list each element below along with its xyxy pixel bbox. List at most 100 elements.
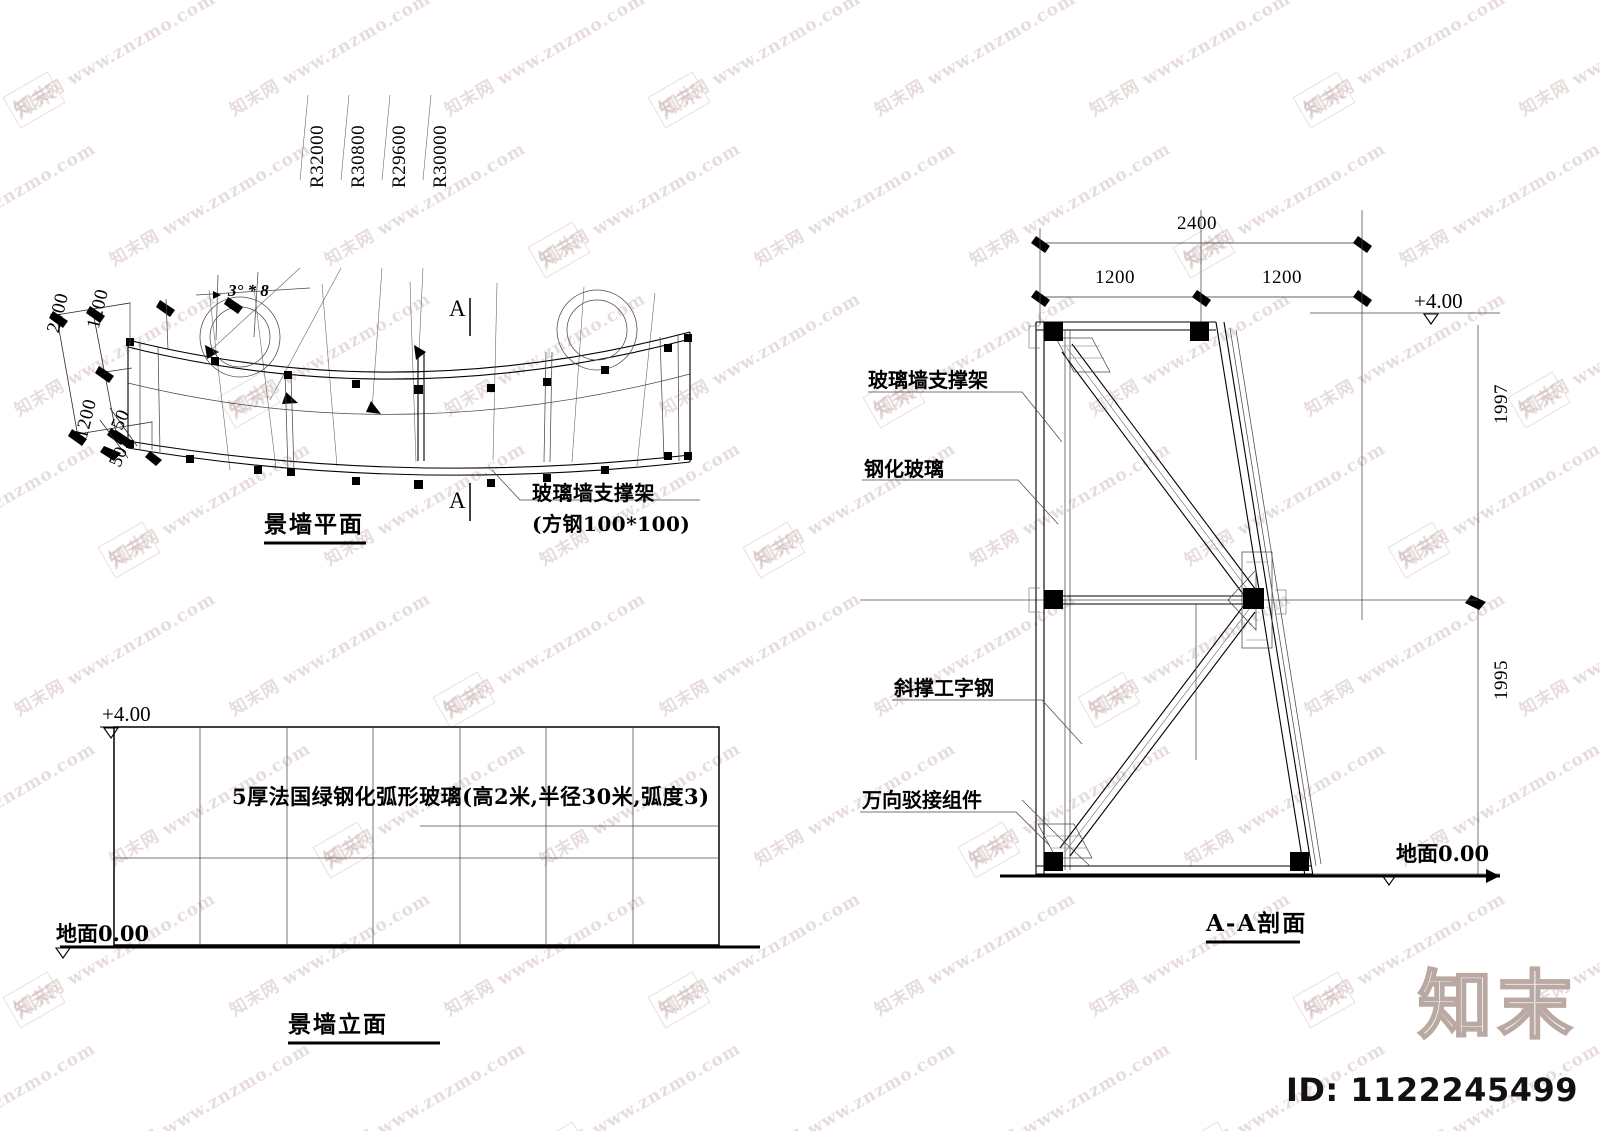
watermark-logo: 知末	[957, 821, 1021, 879]
watermark-text: 知末网 www.znzmo.com	[0, 0, 5, 120]
watermark-logo: 知末	[527, 221, 591, 279]
watermark-logo: 知末	[312, 821, 376, 879]
watermark-text: 知末网 www.znzmo.com	[751, 438, 960, 571]
watermark-text: 知末网 www.znzmo.com	[0, 738, 100, 870]
watermark-text: 知末网 www.znzmo.com	[1516, 588, 1600, 721]
elevation-ground-level-symbol	[54, 947, 72, 959]
brand-logo: 知末	[1417, 962, 1578, 1051]
section-dim-1200-left-label: 1200	[1095, 267, 1135, 288]
watermark-text: 知末网 www.znzmo.com	[0, 1038, 100, 1131]
plan-callout-line1: 玻璃墙支撑架	[532, 481, 655, 505]
watermark-text: 知末网 www.znzmo.com	[1396, 438, 1600, 571]
connector-blocks	[1044, 322, 1309, 871]
watermark-logo: 知末	[97, 521, 161, 579]
section-top-level-symbol	[1422, 313, 1440, 325]
watermark-text: 知末网 www.znzmo.com	[536, 138, 745, 271]
watermark-text: 知末网 www.znzmo.com	[441, 588, 650, 721]
plan-section-mark-a-bottom: A	[449, 488, 466, 513]
plan-view-title: 景墙平面	[264, 511, 364, 538]
watermark-text: 知末网 www.znzmo.com	[11, 288, 220, 421]
section-label-tempered-glass: 钢化玻璃	[864, 457, 944, 481]
plan-radius-label-r29600: R29600	[389, 124, 410, 188]
watermark-text: 知末网 www.znzmo.com	[1516, 288, 1600, 421]
watermark-text: 知末网 www.znzmo.com	[0, 288, 5, 420]
watermark-text: 知末网 www.znzmo.com	[1301, 0, 1510, 121]
section-dim-1995-label: 1995	[1491, 660, 1512, 700]
watermark-logo: 知末	[1292, 971, 1356, 1029]
watermark-logo: 知末	[217, 371, 281, 429]
section-dim-1200-right-label: 1200	[1262, 267, 1302, 288]
watermark-text: 知末网 www.znzmo.com	[226, 588, 435, 721]
section-label-support-frame: 玻璃墙支撑架	[868, 368, 988, 392]
watermark-logo: 知末	[1507, 371, 1571, 429]
plan-angle-note: 3° * 8	[228, 281, 269, 300]
watermark-text: 知末网 www.znzmo.com	[321, 438, 530, 571]
watermark-text: 知末网 www.znzmo.com	[11, 888, 220, 1021]
plan-dim-50-upper: 50	[107, 406, 135, 434]
watermark-text: 知末网 www.znzmo.com	[751, 1038, 960, 1131]
section-label-spider-fitting: 万向驳接组件	[862, 788, 982, 812]
watermark-text: 知末网 www.znzmo.com	[441, 888, 650, 1021]
watermark-text: 知末网 www.znzmo.com	[1086, 288, 1295, 421]
watermark-logo: 知末	[647, 971, 711, 1029]
elevation-top-level: +4.00	[102, 702, 151, 726]
plan-callout-line2: (方钢100*100)	[532, 512, 691, 536]
watermark-text: 知末网 www.znzmo.com	[441, 288, 650, 421]
watermark-text: 知末网 www.znzmo.com	[871, 588, 1080, 721]
watermark-text: 知末网 www.znzmo.com	[656, 0, 865, 121]
elevation-top-level-symbol	[100, 726, 178, 739]
watermark-text: 知末网 www.znzmo.com	[1181, 738, 1390, 871]
watermark-text: 知末网 www.znzmo.com	[966, 738, 1175, 871]
watermark-text: 知末网 www.znzmo.com	[106, 1038, 315, 1131]
plan-radius-label-r30000: R30000	[430, 124, 451, 188]
watermark-text: 知末网 www.znzmo.com	[0, 138, 100, 270]
spider-node-gusset	[1227, 551, 1273, 649]
gusset-plate-top-left	[1055, 337, 1111, 373]
watermark-text: 知末网 www.znzmo.com	[656, 288, 865, 421]
watermark-text: 知末网 www.znzmo.com	[1396, 138, 1600, 271]
watermark-logo: 知末	[647, 71, 711, 129]
section-view-title: A-A剖面	[1206, 910, 1308, 937]
watermark-text: 知末网 www.znzmo.com	[656, 888, 865, 1021]
plan-dim-2400: 2400	[43, 290, 74, 335]
watermark-logo: 知末	[1077, 671, 1141, 729]
section-dim-2400-label: 2400	[1177, 213, 1217, 234]
watermark-text: 知末网 www.znzmo.com	[0, 888, 5, 1020]
watermark-text: 知末网 www.znzmo.com	[966, 438, 1175, 571]
watermark-text: 知末网 www.znzmo.com	[1516, 0, 1600, 121]
watermark-logo: 知末	[1292, 71, 1356, 129]
plan-radius-label-r30800: R30800	[348, 124, 369, 188]
watermark-text: 知末网 www.znzmo.com	[321, 1038, 530, 1131]
watermark-text: 知末网 www.znzmo.com	[536, 1038, 745, 1131]
watermark-text: 知末网 www.znzmo.com	[106, 438, 315, 571]
watermark-text: 知末网 www.znzmo.com	[871, 888, 1080, 1021]
watermark-text: 知末网 www.znzmo.com	[0, 438, 100, 570]
watermark-text: 知末网 www.znzmo.com	[11, 0, 220, 121]
watermark-text: 知末网 www.znzmo.com	[1181, 438, 1390, 571]
watermark-text: 知末网 www.znzmo.com	[1181, 138, 1390, 271]
plan-circle-marker-left	[199, 296, 281, 378]
plan-circle-marker-right	[556, 289, 638, 371]
plan-radius-label-r32000: R32000	[307, 124, 328, 188]
watermark-text: 知末网 www.znzmo.com	[871, 0, 1080, 121]
watermark-text: 知末网 www.znzmo.com	[0, 588, 5, 720]
plan-view-geometry	[49, 94, 700, 545]
elevation-ground-level: 地面0.00	[56, 921, 150, 946]
watermark-text: 知末网 www.znzmo.com	[1086, 588, 1295, 721]
plan-dim-50-lower: 50	[105, 443, 133, 471]
watermark-text: 知末网 www.znzmo.com	[656, 588, 865, 721]
watermark-text: 知末网 www.znzmo.com	[966, 138, 1175, 271]
watermark-text: 知末网 www.znzmo.com	[871, 288, 1080, 421]
watermark-text: 知末网 www.znzmo.com	[106, 138, 315, 271]
watermark-logo: 知末	[1172, 1121, 1236, 1131]
watermark-text: 知末网 www.znzmo.com	[226, 0, 435, 121]
section-view-geometry	[860, 210, 1500, 944]
watermark-text: 知末网 www.znzmo.com	[226, 888, 435, 1021]
plan-dim-1200-upper: 1200	[83, 286, 114, 331]
gusset-plate-bottom-left	[1037, 823, 1093, 859]
watermark-logo: 知末	[1387, 521, 1451, 579]
watermark-logo: 知末	[2, 71, 66, 129]
